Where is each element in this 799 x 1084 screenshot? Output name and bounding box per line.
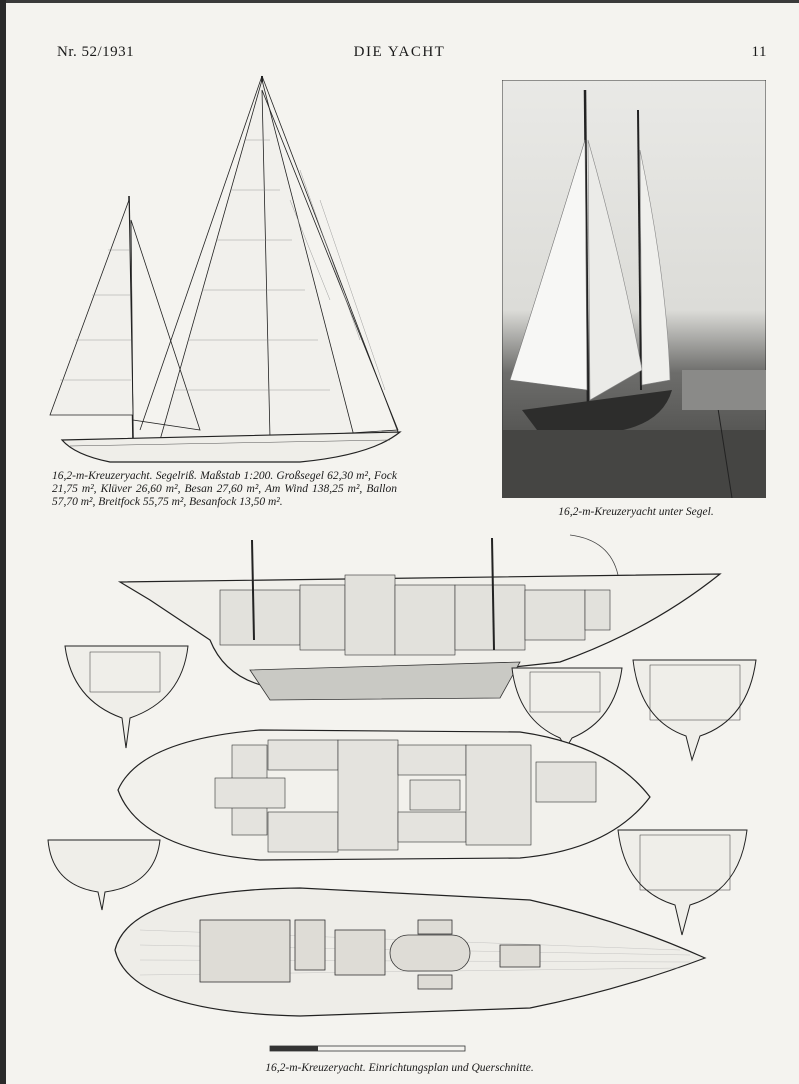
sail-plan-caption: 16,2-m-Kreuzeryacht. Segelriß. Maßstab 1…	[52, 470, 397, 508]
issue-number: Nr. 52/1931	[57, 44, 135, 60]
sailing-photo	[502, 80, 766, 498]
page-number: 11	[751, 44, 767, 60]
scan-edge-top	[0, 0, 799, 3]
scan-edge-left	[0, 0, 6, 1084]
accommodation-plan-caption: 16,2-m-Kreuzeryacht. Einrichtungsplan un…	[265, 1062, 534, 1074]
photo-caption: 16,2-m-Kreuzeryacht unter Segel.	[558, 506, 714, 518]
magazine-title: DIE YACHT	[353, 44, 446, 60]
